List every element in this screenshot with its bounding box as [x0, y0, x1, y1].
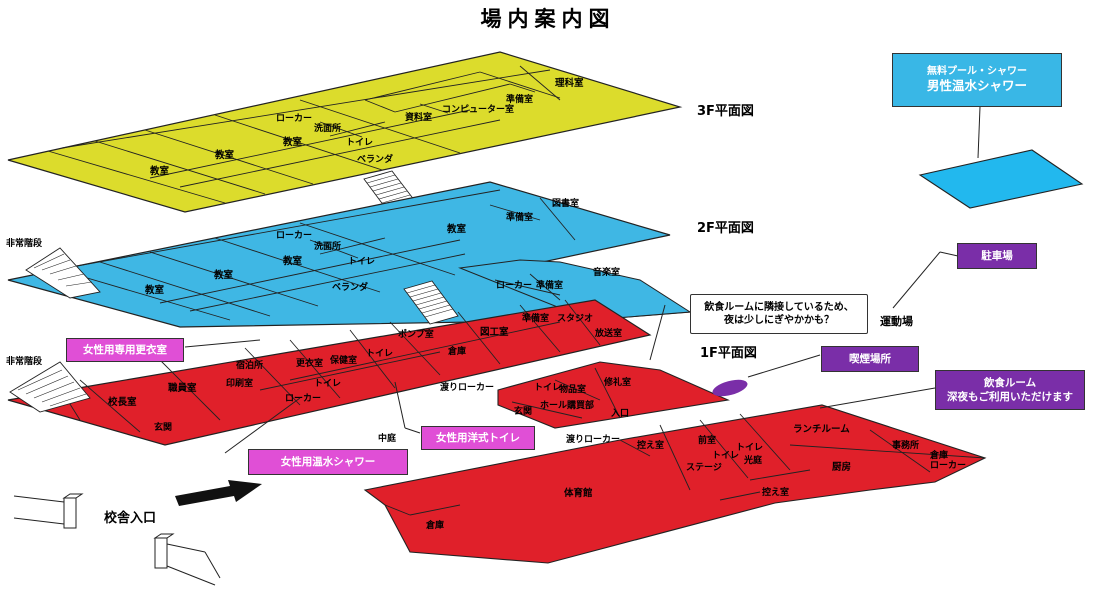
room-1f-gate: 入口 — [610, 408, 629, 419]
room-2f-classroom-b: 教室 — [213, 269, 234, 281]
room-1f-courtyard: 中庭 — [378, 432, 397, 444]
room-1f-emergency-stairs: 非常階段 — [6, 355, 43, 367]
floor-3f-label: 3F平面図 — [697, 104, 754, 119]
pool-line2: 男性温水シャワー — [926, 78, 1027, 94]
floor-2f: 非常階段 教室 教室 教室 教室 ローカー 洗面所 トイレ ベランダ 準備室 図… — [6, 181, 754, 328]
room-1f-toilet-b: トイレ — [314, 378, 341, 389]
room-1f-toilet-d: トイレ — [712, 450, 739, 461]
room-3f-classroom-b: 教室 — [214, 149, 235, 161]
room-1f-storage-3: 倉庫 — [425, 519, 444, 531]
room-1f-health: 保健室 — [329, 354, 357, 366]
room-1f-toilet-a: トイレ — [366, 348, 393, 359]
room-1f-supply: 物品室 — [559, 383, 586, 395]
room-2f-veranda: ベランダ — [332, 281, 368, 293]
room-1f-ceremony: 修礼室 — [603, 376, 631, 388]
stairs-2f-1f — [403, 280, 459, 325]
room-1f-hall: ホール — [540, 400, 567, 411]
room-1f-stage: ステージ — [686, 462, 722, 473]
callout-dining-room-line2: 深夜もご利用いただけます — [947, 391, 1073, 403]
pool-area — [918, 149, 1084, 209]
pool-line1: 無料プール・シャワー — [927, 65, 1027, 77]
room-2f-corridor: ローカー — [276, 230, 312, 241]
room-3f-toilet: トイレ — [346, 137, 373, 148]
room-3f-computer: コンピューター室 — [442, 103, 514, 115]
room-1f-anteroom: 前室 — [698, 434, 716, 446]
callout-pool-shower: 無料プール・シャワー 男性温水シャワー — [892, 53, 1062, 107]
callout-women-shower: 女性用温水シャワー — [248, 449, 408, 475]
room-1f-corridor-2: ローカー — [930, 460, 966, 471]
room-2f-prep: 準備室 — [506, 211, 533, 223]
room-1f-principal: 校長室 — [108, 396, 137, 408]
room-1f-changing: 更衣室 — [296, 357, 323, 369]
room-1f-entrance: 玄関 — [154, 421, 172, 433]
room-1f-lightcourt: 光庭 — [743, 454, 763, 466]
room-2f-washroom: 洗面所 — [314, 240, 341, 252]
room-2f-classroom-d: 教室 — [446, 223, 467, 235]
room-1f-lodging: 宿泊所 — [236, 359, 263, 371]
room-1f-waiting-2: 控え室 — [762, 486, 789, 498]
room-1f-prep: 準備室 — [522, 312, 549, 324]
room-1f-lunchroom: ランチルーム — [793, 424, 850, 435]
room-2f-corridor-2: ローカー — [496, 280, 532, 291]
callout-women-changing-room: 女性用専用更衣室 — [66, 338, 184, 362]
room-1f-toilet-e: トイレ — [736, 442, 763, 453]
callout-dining-room-line1: 飲食ルーム — [983, 376, 1037, 389]
room-3f-prep: 準備室 — [506, 93, 533, 105]
room-2f-library: 図書室 — [552, 197, 579, 209]
notice-line1: 飲食ルームに隣接しているため、 — [704, 301, 854, 313]
room-1f-storage-2: 倉庫 — [929, 449, 948, 461]
callout-smoking-area: 喫煙場所 — [821, 346, 919, 372]
notice-line2: 夜は少しにぎやかかも？ — [724, 315, 834, 326]
room-2f-emergency-stairs: 非常階段 — [6, 237, 43, 249]
room-1f-art: 図工室 — [480, 326, 509, 338]
floor-3f: 教室 教室 教室 ローカー 洗面所 トイレ ベランダ 資料室 コンピューター室 … — [7, 51, 754, 213]
room-3f-classroom-c: 教室 — [282, 136, 303, 148]
room-1f-staff: 職員室 — [168, 382, 197, 394]
room-2f-music: 音楽室 — [593, 266, 620, 278]
room-1f-storage: 倉庫 — [447, 345, 466, 357]
room-1f-kitchen: 厨房 — [832, 461, 851, 473]
room-2f-prep-2: 準備室 — [536, 279, 563, 291]
entrance-label: 校舎入口 — [104, 510, 156, 526]
room-3f-science: 理科室 — [555, 77, 584, 89]
room-1f-print: 印刷室 — [226, 377, 253, 389]
notice-dining-noise: 飲食ルームに隣接しているため、 夜は少しにぎやかかも？ — [690, 294, 868, 334]
entrance-arrow — [175, 480, 262, 506]
callout-women-toilet: 女性用洋式トイレ — [421, 426, 535, 450]
room-1f-corridor: ローカー — [285, 393, 321, 404]
room-2f-classroom-c: 教室 — [282, 255, 303, 267]
room-1f-gym: 体育館 — [564, 487, 593, 499]
floor-2f-label: 2F平面図 — [697, 221, 754, 236]
room-2f-classroom-a: 教室 — [144, 284, 165, 296]
callout-parking: 駐車場 — [957, 243, 1037, 269]
map-title: 場内案内図 — [481, 7, 616, 31]
room-1f-broadcast: 放送室 — [594, 327, 622, 339]
room-3f-washroom: 洗面所 — [314, 122, 341, 134]
room-3f-corridor: ローカー — [276, 113, 312, 124]
playground-label: 運動場 — [880, 314, 913, 328]
room-1f-bridge-corridor-1: 渡りローカー — [440, 381, 494, 393]
room-1f-entrance-2: 玄関 — [514, 405, 532, 417]
room-3f-veranda: ベランダ — [357, 153, 393, 165]
room-1f-pump: ポンプ室 — [398, 328, 434, 340]
room-1f-waiting-1: 控え室 — [637, 439, 664, 451]
floor-1f-label: 1F平面図 — [700, 346, 757, 361]
room-1f-studio: スタジオ — [557, 312, 593, 324]
floor-1f: 非常階段 校長室 職員室 印刷室 宿泊所 更衣室 保健室 トイレ トイレ ローカ… — [6, 299, 987, 564]
floor-1f-plan — [7, 299, 652, 446]
room-3f-classroom-a: 教室 — [149, 165, 170, 177]
entrance-gate — [13, 493, 221, 586]
room-1f-bridge-corridor-2: 渡りローカー — [566, 433, 620, 445]
room-1f-toilet-c: トイレ — [534, 382, 561, 393]
smoking-spot — [712, 379, 748, 397]
room-3f-archive: 資料室 — [405, 111, 432, 123]
room-1f-shop: 購買部 — [566, 399, 594, 411]
callout-dining-room: 飲食ルーム 深夜もご利用いただけます — [935, 370, 1085, 410]
room-1f-office: 事務所 — [892, 439, 919, 451]
room-2f-toilet: トイレ — [348, 256, 375, 267]
